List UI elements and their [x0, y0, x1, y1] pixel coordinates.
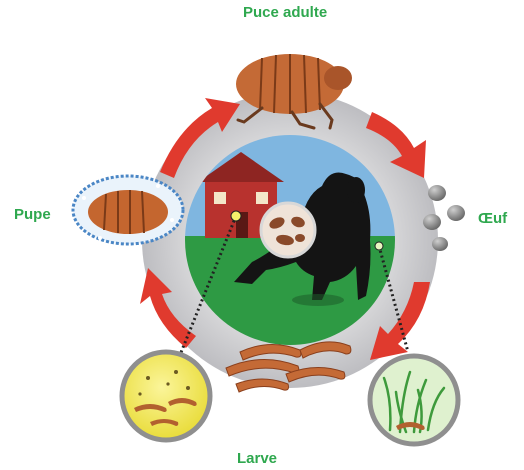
fur-magnifier — [261, 203, 315, 257]
stage-label-pupa: Pupe — [14, 206, 51, 223]
yellow-habitat-lens — [122, 352, 210, 440]
stage-label-egg: Œuf — [478, 210, 507, 227]
stage-label-larva: Larve — [237, 450, 277, 467]
pupa-cocoon-icon — [73, 176, 183, 244]
grass-habitat-lens — [370, 356, 458, 444]
stage-label-adult-flea: Puce adulte — [243, 4, 327, 21]
